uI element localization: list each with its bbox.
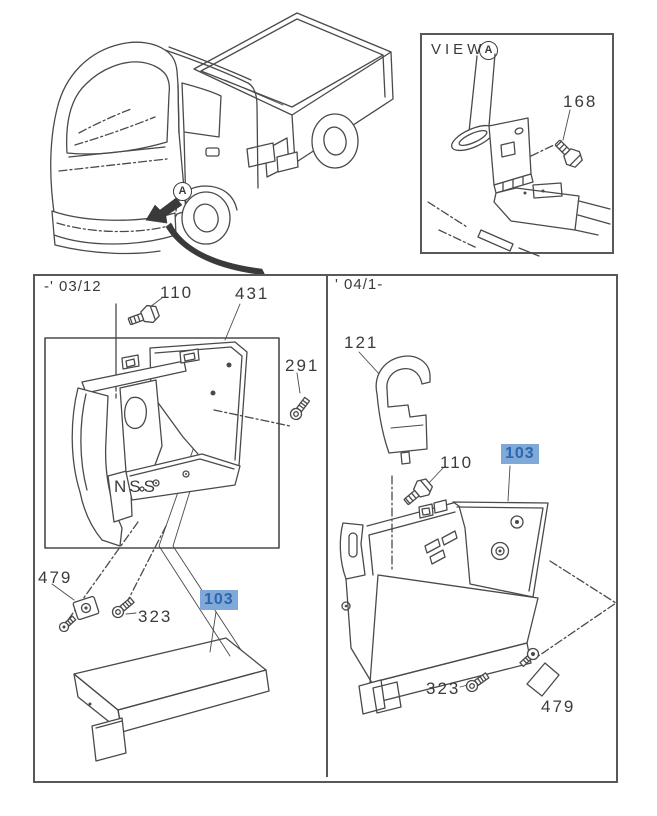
step-assembly-late (340, 500, 548, 714)
part-callout-121[interactable]: 121 (344, 333, 379, 352)
highlighted-part-103-right[interactable]: 103 (501, 444, 539, 464)
view-a-box (420, 33, 614, 254)
part-callout-nss: NSS (114, 477, 158, 496)
left-section-art (34, 276, 313, 782)
section-divider (326, 276, 328, 777)
truck-bed (194, 13, 393, 177)
truck-view-marker-a[interactable]: A (173, 182, 192, 201)
part-callout-110-right[interactable]: 110 (440, 453, 474, 472)
part-callout-323-left[interactable]: 323 (138, 607, 173, 626)
part-callout-291[interactable]: 291 (285, 356, 320, 375)
highlighted-part-103-left[interactable]: 103 (200, 590, 238, 610)
part-callout-431[interactable]: 431 (235, 284, 270, 303)
step-plate-early (74, 638, 269, 761)
part-callout-479-left[interactable]: 479 (38, 568, 73, 587)
part-callout-479-right[interactable]: 479 (541, 697, 576, 716)
part-callout-168[interactable]: 168 (563, 92, 598, 111)
part-callout-323-right[interactable]: 323 (426, 679, 461, 698)
right-section-art (329, 276, 617, 782)
truck-cab (51, 42, 258, 253)
view-a-title: VIEW (431, 41, 486, 58)
cover-121 (376, 356, 430, 464)
part-callout-110-left[interactable]: 110 (160, 283, 194, 302)
view-a-art (421, 34, 613, 253)
right-date-range: ' 04/1- (335, 276, 384, 293)
truck-illustration (25, 5, 415, 275)
view-a-marker[interactable]: A (479, 41, 498, 60)
main-parts-box (33, 274, 618, 783)
view-arrow (146, 198, 182, 223)
left-date-range: -' 03/12 (44, 278, 102, 295)
